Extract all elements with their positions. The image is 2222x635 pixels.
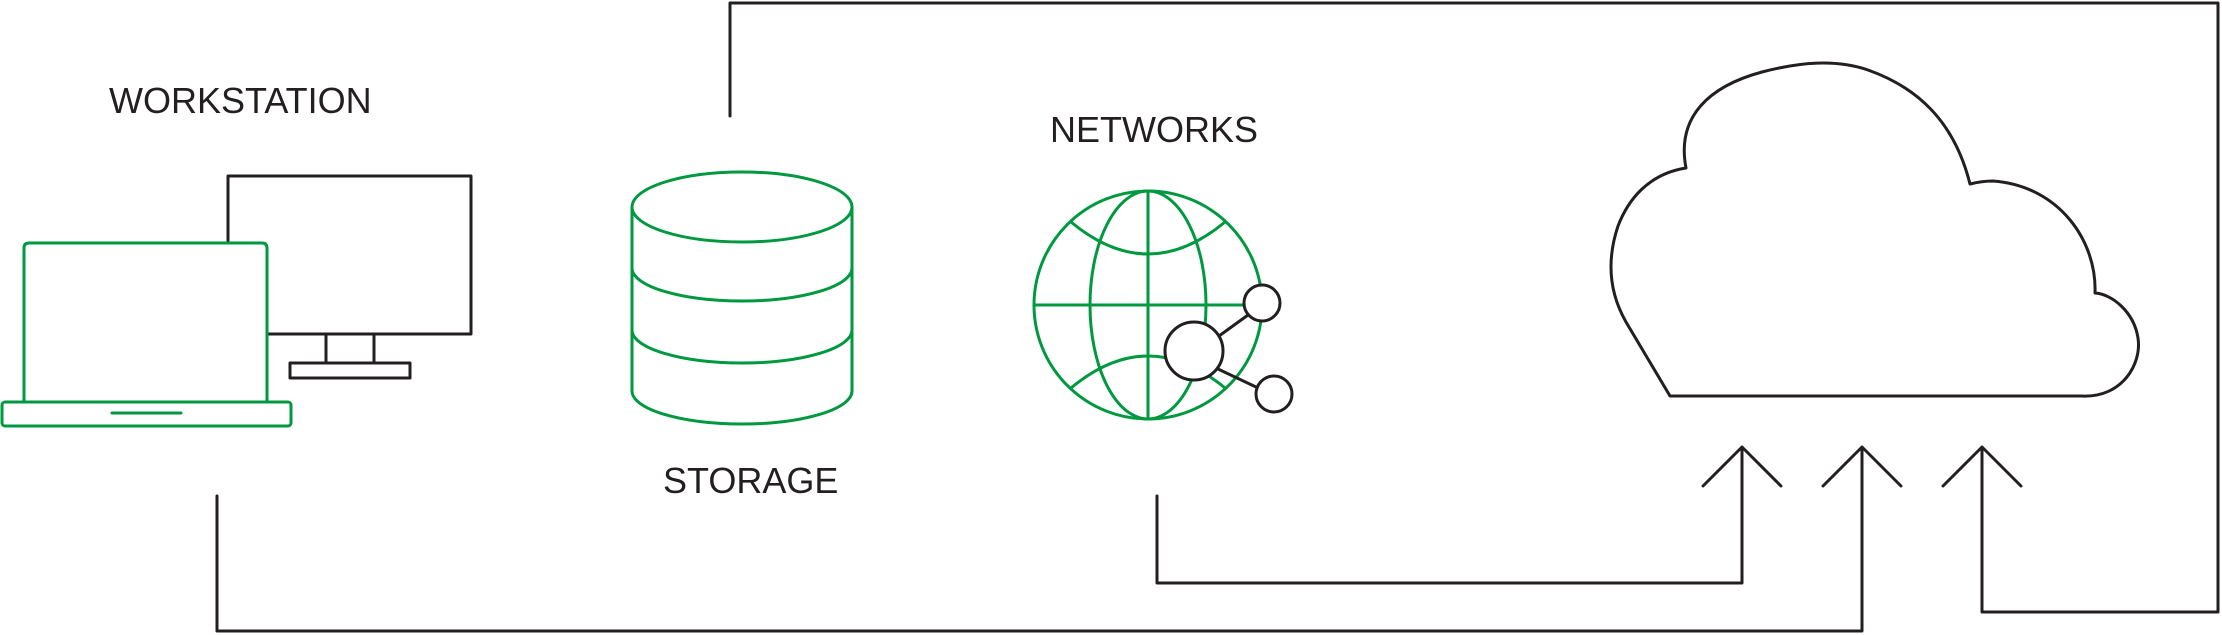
workstation-label: WORKSTATION xyxy=(109,80,372,121)
laptop-icon xyxy=(0,241,293,428)
networks-label: NETWORKS xyxy=(1050,109,1258,150)
upload-arrow-icon xyxy=(1821,445,1903,488)
connector-workstation-to-cloud xyxy=(215,446,1864,633)
database-icon xyxy=(630,170,854,426)
upload-arrow-icon xyxy=(1941,445,2023,488)
desktop-monitor-icon xyxy=(226,174,473,380)
connector-storage-to-cloud xyxy=(728,1,2220,614)
upload-arrow-icon xyxy=(1701,445,1783,488)
cloud-icon xyxy=(1609,61,2140,398)
storage-label: STORAGE xyxy=(663,460,838,501)
globe-network-icon xyxy=(1032,189,1294,421)
connector-networks-to-cloud xyxy=(1155,446,1744,585)
